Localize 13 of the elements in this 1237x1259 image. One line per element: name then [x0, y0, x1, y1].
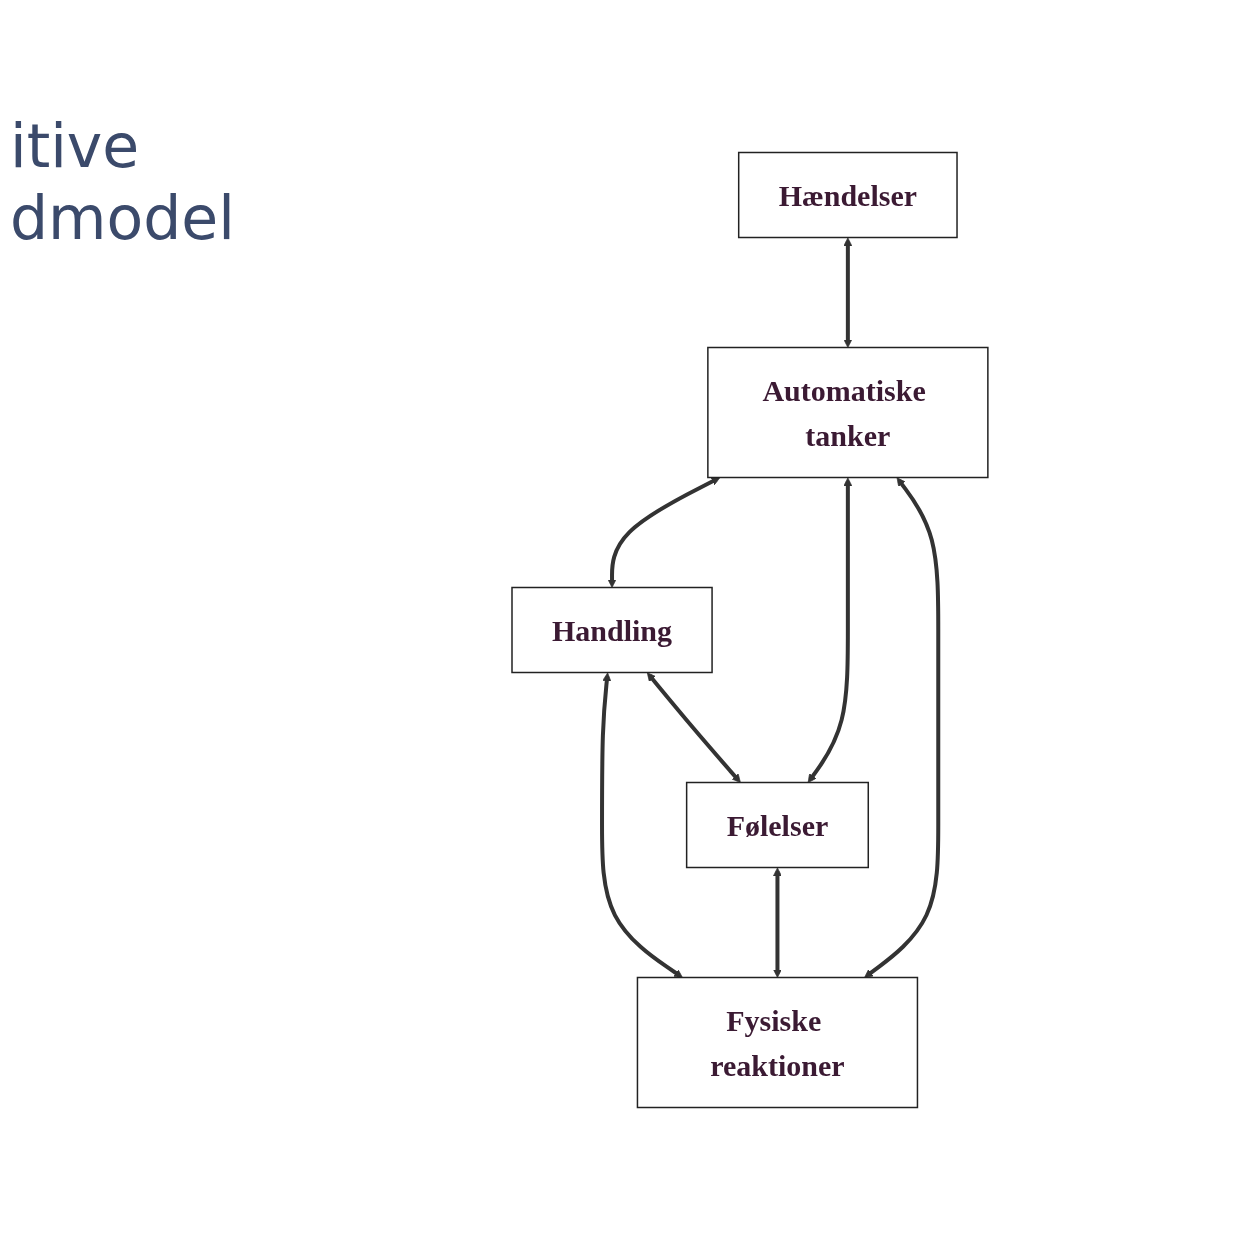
arrow: [607, 477, 721, 588]
node-box: Følelser: [685, 781, 870, 869]
arrow: [864, 477, 941, 978]
arrow: [843, 237, 853, 348]
node-box: Hændelser: [738, 151, 958, 239]
arrow: [647, 672, 741, 783]
arrow: [773, 867, 782, 978]
arrow: [600, 672, 683, 978]
node-box: Fysiske reaktioner: [636, 976, 919, 1109]
slide-title: itive dmodel: [10, 110, 236, 254]
node-box: Handling: [511, 586, 713, 674]
node-box: Automatiske tanker: [707, 346, 989, 479]
arrow: [807, 477, 853, 783]
